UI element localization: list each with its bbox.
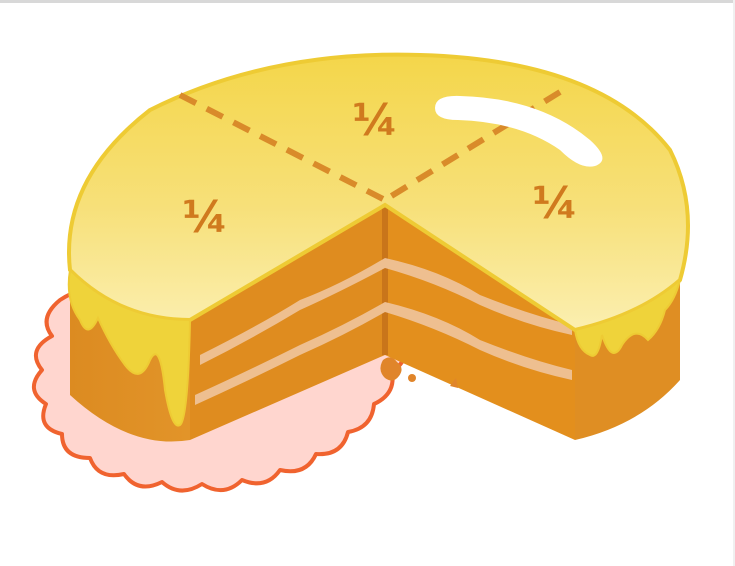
crumb-small (408, 374, 416, 382)
fraction-label-top: ¼ (352, 95, 398, 146)
fraction-label-left: ¼ (182, 192, 228, 243)
fraction-label-right: ¼ (532, 178, 578, 229)
